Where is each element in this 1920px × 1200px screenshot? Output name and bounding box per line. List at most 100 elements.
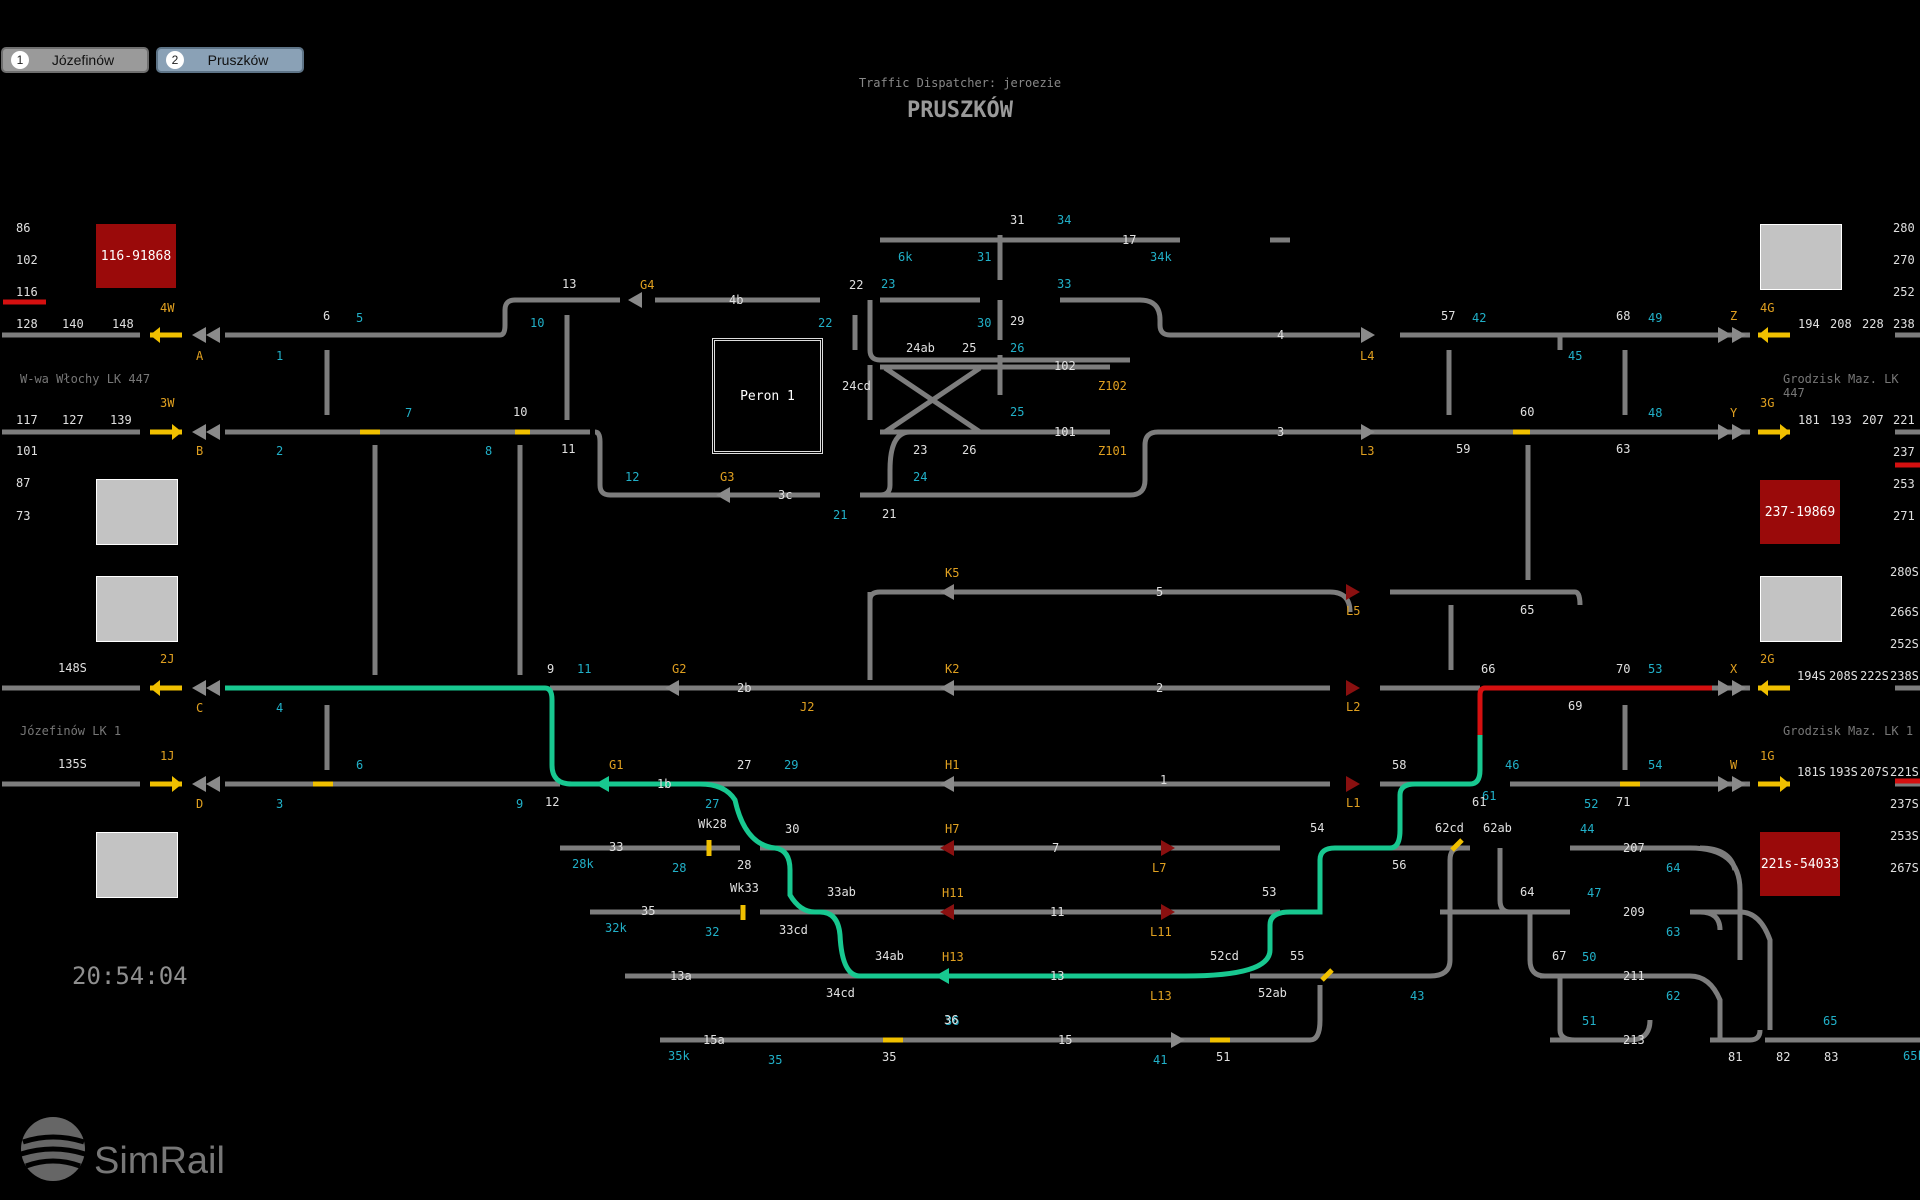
point-number: 34 xyxy=(1057,213,1071,227)
signal-g2-icon[interactable] xyxy=(665,680,679,696)
track-right-branch[interactable] xyxy=(1690,845,1800,1043)
empty-box[interactable] xyxy=(1760,576,1842,642)
track-4w[interactable] xyxy=(2,297,545,338)
signal-h11-icon[interactable] xyxy=(940,904,954,920)
line-label-right-top: Grodzisk Maz. LK 447 xyxy=(1783,372,1899,400)
block-label: 253S xyxy=(1890,829,1919,843)
point-number: 22 xyxy=(818,316,832,330)
entry-signal-right[interactable] xyxy=(1758,332,1790,787)
track-number: 213 xyxy=(1623,1033,1645,1047)
signal-h1-icon[interactable] xyxy=(940,776,954,792)
signal-l1-icon[interactable] xyxy=(1346,776,1360,792)
track-link-21[interactable] xyxy=(879,429,930,498)
train-box-right-mid[interactable]: 237-19869 xyxy=(1760,480,1840,544)
signal-g4-icon[interactable] xyxy=(628,292,642,308)
signal-l13-icon[interactable] xyxy=(1171,1032,1185,1048)
signal-l5-icon[interactable] xyxy=(1346,584,1360,600)
signal-left-icon[interactable] xyxy=(206,327,220,343)
track-5[interactable] xyxy=(867,589,1583,680)
signal-l2-icon[interactable] xyxy=(1346,680,1360,696)
signal-h13-icon[interactable] xyxy=(935,968,949,984)
track-4[interactable] xyxy=(545,297,1750,338)
track-right-end[interactable] xyxy=(1895,332,1920,787)
track-number: 17 xyxy=(1122,233,1136,247)
line-label-left-bottom: Józefinów LK 1 xyxy=(20,724,122,738)
signal-g1-icon[interactable] xyxy=(595,776,609,792)
arrow-right-icon xyxy=(172,776,182,792)
switch-number: 81 xyxy=(1728,1050,1742,1064)
signal-k5-icon[interactable] xyxy=(940,584,954,600)
point-number: 28 xyxy=(672,861,686,875)
signal-name: L1 xyxy=(1346,796,1360,810)
train-box-left-top[interactable]: 116-91868 xyxy=(96,224,176,288)
signal-left-icon[interactable] xyxy=(206,424,220,440)
signal-l3-icon[interactable] xyxy=(1361,424,1375,440)
block-label: 87 xyxy=(16,476,30,490)
signal-left-icon[interactable] xyxy=(192,680,206,696)
track-link[interactable] xyxy=(867,235,1130,420)
signal-right-icon[interactable] xyxy=(1718,327,1732,343)
block-label: 207S xyxy=(1860,765,1889,779)
block-label: 208S xyxy=(1829,669,1858,683)
signal-left-icon[interactable] xyxy=(206,680,220,696)
insulated-joint xyxy=(706,838,1464,982)
signal-right-icon[interactable] xyxy=(1718,776,1732,792)
signal-h7-icon[interactable] xyxy=(940,840,954,856)
crossover[interactable] xyxy=(324,315,1628,770)
signal-right-icon[interactable] xyxy=(1732,424,1746,440)
switch-number: 66 xyxy=(1481,662,1495,676)
signal-name: 4G xyxy=(1760,301,1774,315)
track-number: 2b xyxy=(737,681,751,695)
empty-box[interactable] xyxy=(96,576,178,642)
track-number: 211 xyxy=(1623,969,1645,983)
signal-right-icon[interactable] xyxy=(1718,424,1732,440)
signal-left-icon[interactable] xyxy=(192,424,206,440)
signal-left-icon[interactable] xyxy=(192,327,206,343)
signal-k2-icon[interactable] xyxy=(940,680,954,696)
signal-l4-icon[interactable] xyxy=(1361,327,1375,343)
track-number: 13a xyxy=(670,969,692,983)
track-number: 15 xyxy=(1058,1033,1072,1047)
track-207-213[interactable] xyxy=(1497,848,1610,1043)
track-dashed-left[interactable] xyxy=(560,845,800,1043)
point-number: 50 xyxy=(1582,950,1596,964)
track-number: 4 xyxy=(1277,328,1284,342)
empty-box[interactable] xyxy=(1760,224,1842,290)
point-number: 5 xyxy=(356,311,363,325)
block-label: 148 xyxy=(112,317,134,331)
signal-l11-icon[interactable] xyxy=(1161,904,1175,920)
empty-box[interactable] xyxy=(96,479,178,545)
signal-left-icon[interactable] xyxy=(192,776,206,792)
tab-number: 2 xyxy=(166,51,184,69)
signal-left-icon[interactable] xyxy=(206,776,220,792)
signal-g3-icon[interactable] xyxy=(716,487,730,503)
simrail-logo: SimRail xyxy=(94,1140,225,1182)
signal-right-icon[interactable] xyxy=(1718,680,1732,696)
signal-right-icon[interactable] xyxy=(1732,327,1746,343)
switch-number: 33cd xyxy=(779,923,808,937)
switch-number: 35 xyxy=(641,904,655,918)
track-3[interactable] xyxy=(2,429,1750,498)
signal-right-icon[interactable] xyxy=(1732,776,1746,792)
point-number: 49 xyxy=(1648,311,1662,325)
point-number: 3 xyxy=(276,797,283,811)
entry-signal-left[interactable] xyxy=(150,332,182,787)
signal-name: B xyxy=(196,444,203,458)
track-number: 4b xyxy=(729,293,743,307)
empty-box[interactable] xyxy=(96,832,178,898)
signal-l7-icon[interactable] xyxy=(1161,840,1175,856)
signal-right-icon[interactable] xyxy=(1732,680,1746,696)
switch-number: 11 xyxy=(561,442,575,456)
crossing-x[interactable] xyxy=(883,365,982,435)
track-15[interactable] xyxy=(660,985,1920,1043)
switch-number: 54 xyxy=(1310,821,1324,835)
signal-name: K2 xyxy=(945,662,959,676)
point-number: 25 xyxy=(1010,405,1024,419)
track-right[interactable] xyxy=(1410,332,1750,787)
train-box-right-bottom[interactable]: 221s-54033 xyxy=(1760,832,1840,896)
signal-name: W xyxy=(1730,758,1738,772)
tab-jozefinow[interactable]: 1 Józefinów xyxy=(1,47,149,73)
line-label-left-top: W-wa Włochy LK 447 xyxy=(20,372,151,386)
signal-name: L7 xyxy=(1152,861,1166,875)
tab-pruszkow[interactable]: 2 Pruszków xyxy=(156,47,304,73)
